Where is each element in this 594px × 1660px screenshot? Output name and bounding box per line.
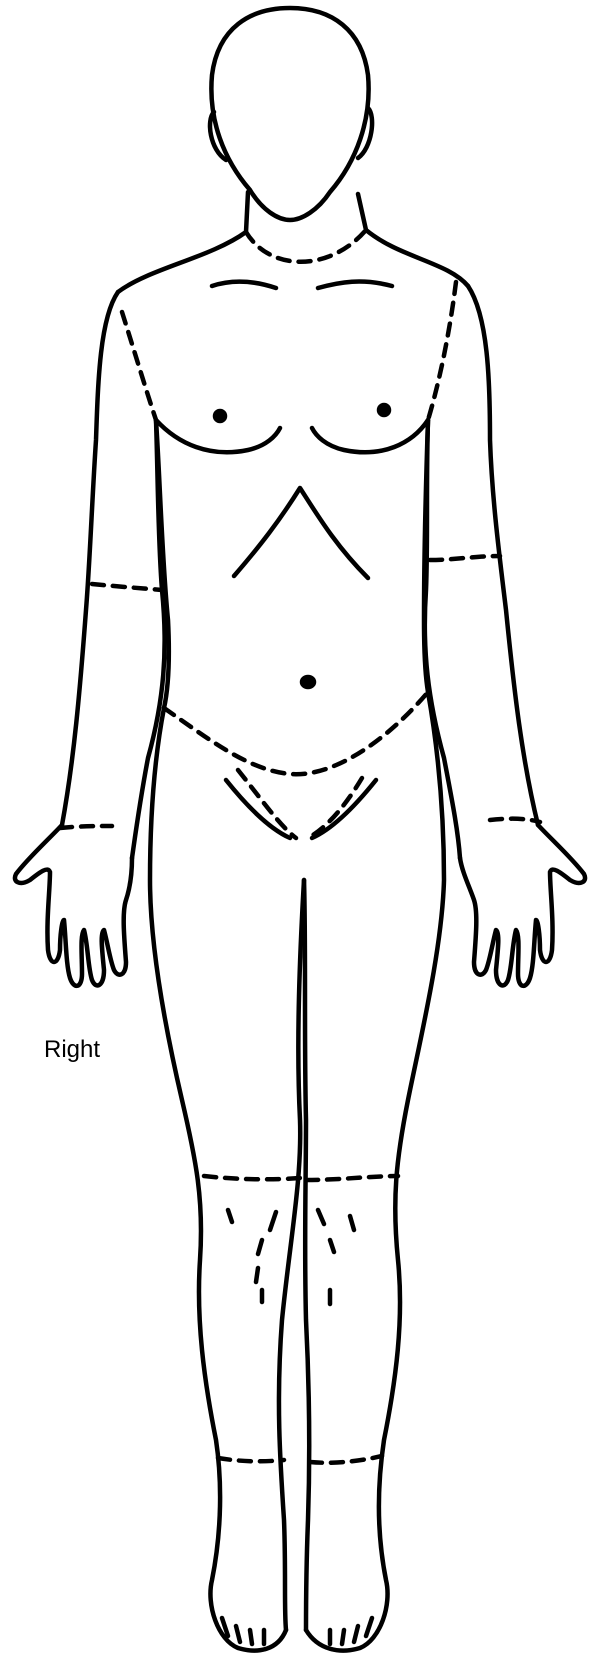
- right-ankle-boundary: [218, 1458, 284, 1461]
- navel: [302, 677, 314, 687]
- left-ankle-boundary: [310, 1456, 382, 1463]
- left-toes: [330, 1618, 372, 1644]
- right-hand: [15, 825, 132, 986]
- right-wrist-boundary: [60, 826, 112, 828]
- right-nipple: [215, 411, 225, 421]
- left-leg-outer: [306, 692, 444, 1651]
- left-wrist-boundary: [490, 819, 540, 822]
- right-knee-boundary: [204, 1176, 300, 1179]
- right-leg-inner: [279, 880, 304, 1630]
- rib-cage: [234, 488, 368, 578]
- neck-right: [358, 194, 468, 286]
- right-elbow-boundary: [92, 584, 162, 590]
- left-leg-inner: [304, 880, 309, 1630]
- right-arm-outer: [62, 292, 118, 825]
- collarbone-left: [212, 282, 276, 288]
- right-pectoral: [156, 420, 280, 452]
- left-nipple: [379, 405, 389, 415]
- groin-right: [226, 780, 290, 838]
- right-shoulder-boundary: [122, 312, 156, 420]
- left-pectoral: [312, 420, 428, 452]
- collarbone-right: [318, 282, 392, 288]
- left-hand: [460, 825, 585, 986]
- left-shoulder-boundary: [428, 282, 456, 420]
- waist-boundary: [164, 692, 428, 774]
- side-label: Right: [44, 1036, 100, 1064]
- left-elbow-boundary: [430, 556, 500, 560]
- neck-boundary: [246, 230, 366, 262]
- head-outline: [211, 8, 368, 220]
- neck-left: [118, 192, 248, 292]
- left-knee-boundary: [306, 1176, 398, 1180]
